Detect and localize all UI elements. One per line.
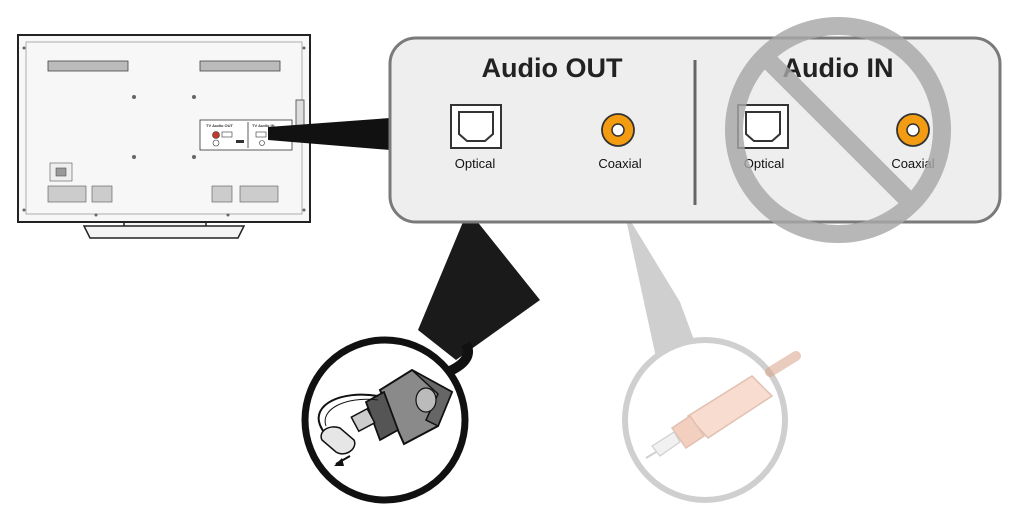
out-optical-label: Optical xyxy=(455,156,496,171)
optical-port-icon xyxy=(450,104,502,149)
zoom-callout-wedge xyxy=(268,118,390,150)
optical-plug-inset xyxy=(301,336,473,504)
audio-in-title: Audio IN xyxy=(783,53,894,83)
coaxial-plug-inset xyxy=(622,337,801,503)
tv-rear-view: TV Audio OUT TV Audio IN xyxy=(17,34,311,239)
in-coaxial-port-icon xyxy=(896,113,930,147)
coaxial-plug-icon xyxy=(645,351,801,459)
audio-panel: Audio OUT Optical Coaxial Audio IN Optic… xyxy=(388,17,1002,243)
tv-mount-holes xyxy=(22,46,306,217)
in-optical-port-icon xyxy=(737,104,789,149)
mini-out-label: TV Audio OUT xyxy=(206,123,234,128)
in-optical-label: Optical xyxy=(744,156,785,171)
coaxial-callout-cone xyxy=(624,210,700,376)
tv-top-vents xyxy=(47,60,281,72)
coaxial-port-icon xyxy=(601,113,635,147)
in-coaxial-label: Coaxial xyxy=(891,156,934,171)
audio-out-title: Audio OUT xyxy=(482,53,623,83)
out-coaxial-label: Coaxial xyxy=(598,156,641,171)
mini-in-label: TV Audio IN xyxy=(252,123,275,128)
prohibited-icon xyxy=(725,17,951,243)
tv-stand-base xyxy=(82,225,246,239)
tv-bottom-vents xyxy=(47,162,279,203)
optical-plug-icon xyxy=(317,341,473,466)
optical-callout-cone xyxy=(418,210,540,360)
